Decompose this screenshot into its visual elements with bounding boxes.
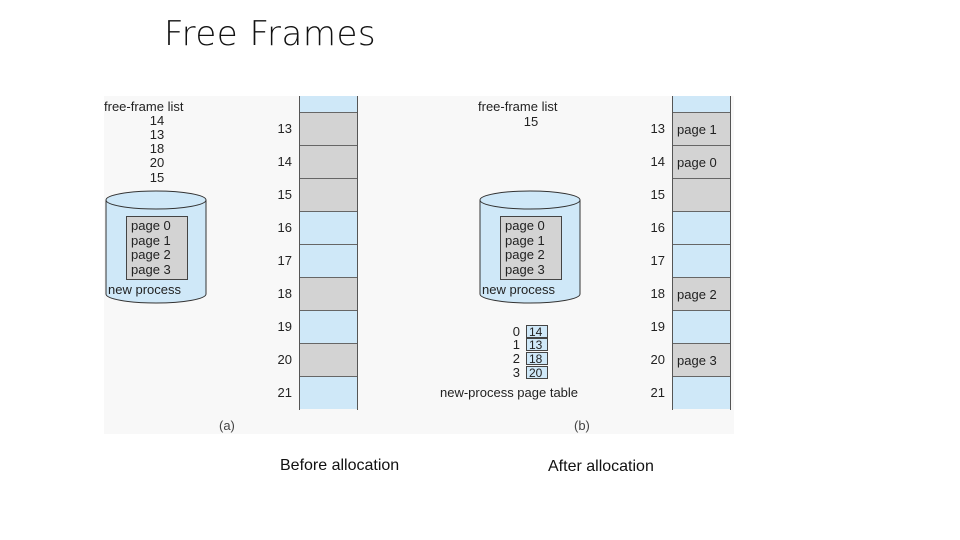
free-frame-item-a: 20 <box>149 155 165 170</box>
memory-frame: page 1 <box>673 112 730 145</box>
process-pages-a: page 0 page 1 page 2 page 3 <box>126 216 188 280</box>
frame-number: 18 <box>277 285 292 301</box>
frame-number: 18 <box>650 285 665 301</box>
free-frame-item-b: 15 <box>523 114 539 129</box>
frame-number: 20 <box>277 351 292 367</box>
frame-allocation-figure: free-frame list 14 13 18 20 15 page 0 pa… <box>104 96 734 434</box>
frame-number: 21 <box>277 384 292 400</box>
page-table-index: 0 <box>512 324 520 339</box>
memory-frame <box>300 112 357 145</box>
frame-number: 15 <box>277 186 292 202</box>
page-table-frame-cell: 18 <box>526 352 548 365</box>
memory-frame: page 0 <box>673 145 730 178</box>
frame-number: 17 <box>277 252 292 268</box>
process-page: page 0 <box>505 218 545 233</box>
caption-b: (b) <box>574 418 590 433</box>
memory-frame <box>673 310 730 343</box>
frame-number: 15 <box>650 186 665 202</box>
memory-frame <box>300 343 357 376</box>
process-page: page 3 <box>131 261 171 277</box>
memory-frame <box>673 178 730 211</box>
free-frame-item-a: 18 <box>149 141 165 156</box>
frame-number: 19 <box>277 318 292 334</box>
memory-frame <box>300 145 357 178</box>
caption-a: (a) <box>219 418 235 433</box>
free-frame-list-label-b: free-frame list <box>478 99 558 114</box>
frame-number: 14 <box>650 153 665 169</box>
memory-frame <box>673 376 730 409</box>
memory-frame <box>300 376 357 409</box>
frame-number: 20 <box>650 351 665 367</box>
new-process-label-b: new process <box>482 282 555 297</box>
frame-number: 17 <box>650 252 665 268</box>
memory-frame: page 3 <box>673 343 730 376</box>
page-table-frame-cell: 14 <box>526 325 548 338</box>
free-frame-item-a: 13 <box>149 127 165 142</box>
frame-number: 13 <box>650 120 665 136</box>
new-process-label-a: new process <box>108 282 181 297</box>
frame-number: 13 <box>277 120 292 136</box>
figure-background <box>104 96 734 434</box>
slide-title: Free Frames <box>164 14 377 54</box>
page-table-index: 2 <box>512 351 520 366</box>
physical-memory-a <box>299 96 358 410</box>
process-page: page 2 <box>131 247 171 262</box>
page-table-label: new-process page table <box>440 385 579 400</box>
memory-frame <box>673 96 730 112</box>
page-table-index: 3 <box>512 365 520 380</box>
frame-number: 16 <box>277 219 292 235</box>
before-allocation-caption: Before allocation <box>280 457 400 474</box>
memory-frame <box>300 96 357 112</box>
process-page: page 1 <box>131 232 171 248</box>
after-allocation-caption: After allocation <box>548 458 654 475</box>
page-table-index: 1 <box>512 337 520 352</box>
process-page: page 0 <box>131 218 171 233</box>
page-table-frame-cell: 13 <box>526 338 548 351</box>
free-frame-item-a: 14 <box>149 113 165 128</box>
free-frame-list-label-a: free-frame list <box>104 99 184 114</box>
frame-number: 21 <box>650 384 665 400</box>
memory-frame <box>300 178 357 211</box>
free-frame-item-a: 15 <box>149 170 165 185</box>
process-page: page 2 <box>505 247 545 262</box>
memory-frame <box>673 211 730 244</box>
page-table-frame-cell: 20 <box>526 366 548 379</box>
memory-frame <box>673 244 730 277</box>
process-pages-b: page 0 page 1 page 2 page 3 <box>500 216 562 280</box>
memory-frame: page 2 <box>673 277 730 310</box>
frame-number: 19 <box>650 318 665 334</box>
memory-frame <box>300 244 357 277</box>
memory-frame <box>300 211 357 244</box>
process-page: page 3 <box>505 261 545 277</box>
memory-frame <box>300 277 357 310</box>
memory-frame <box>300 310 357 343</box>
process-page: page 1 <box>505 232 545 248</box>
frame-number: 14 <box>277 153 292 169</box>
frame-number: 16 <box>650 219 665 235</box>
